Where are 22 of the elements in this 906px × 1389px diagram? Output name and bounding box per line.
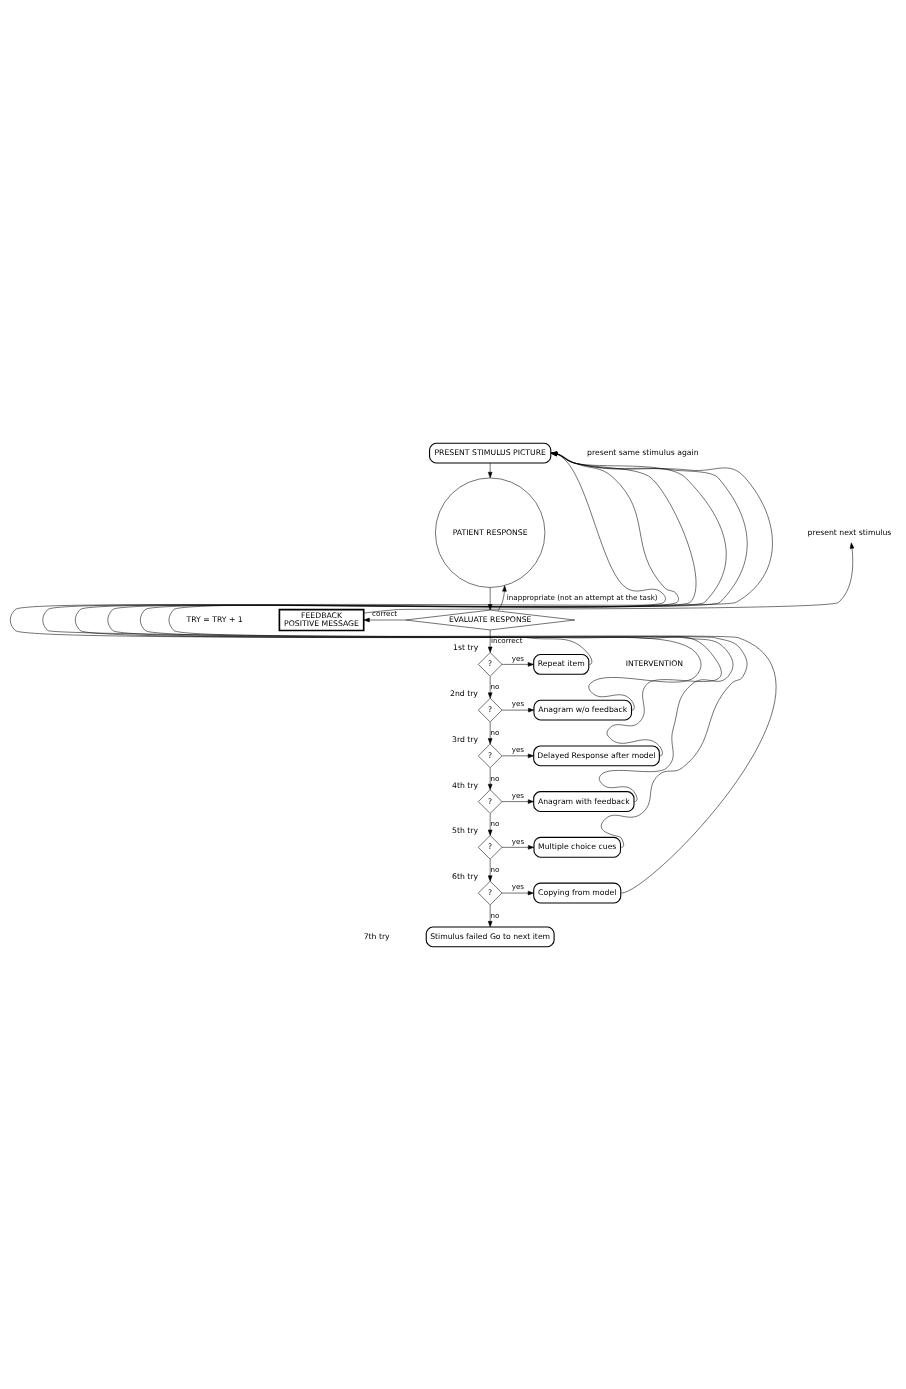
arrow bbox=[487, 904, 493, 927]
arrow bbox=[42, 451, 702, 710]
arrow bbox=[501, 798, 534, 804]
arrow bbox=[487, 629, 493, 653]
arrow bbox=[75, 451, 722, 756]
arrow bbox=[487, 812, 493, 836]
arrow bbox=[487, 462, 493, 478]
arrow bbox=[487, 721, 493, 744]
arrow bbox=[10, 451, 666, 665]
arrow bbox=[501, 753, 534, 758]
arrow bbox=[140, 451, 748, 848]
arrow bbox=[487, 675, 493, 699]
arrow bbox=[501, 844, 535, 850]
arrow bbox=[497, 584, 507, 611]
arrow bbox=[107, 451, 734, 802]
arrow bbox=[168, 451, 776, 893]
arrow bbox=[501, 661, 534, 667]
arrow bbox=[487, 767, 493, 790]
arrow bbox=[501, 707, 535, 712]
arrow bbox=[363, 617, 406, 622]
arrow bbox=[487, 858, 493, 881]
arrow bbox=[501, 890, 534, 895]
